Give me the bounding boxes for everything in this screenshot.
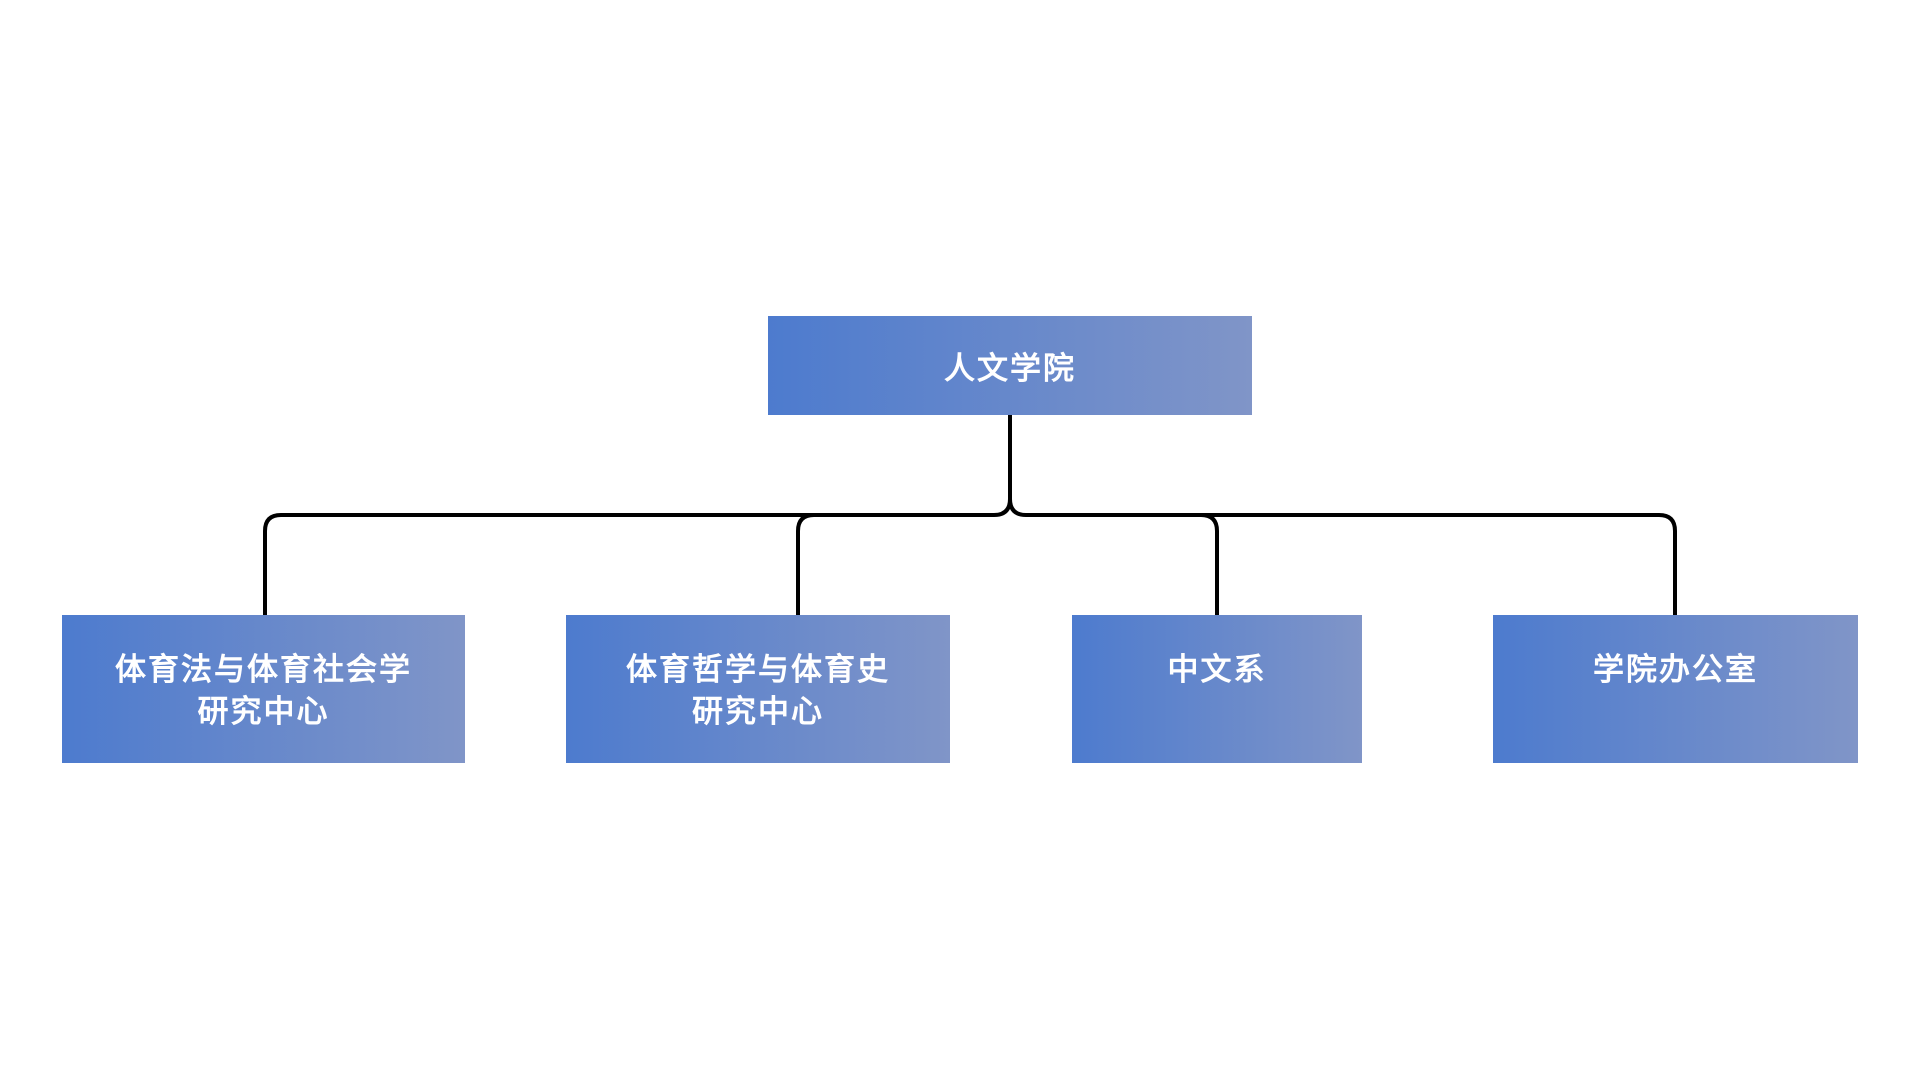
connector-root-to-child-1 xyxy=(263,415,1012,617)
org-node-root-label: 人文学院 xyxy=(944,351,1076,386)
org-node-child-college-office: 学院办公室 xyxy=(1493,615,1858,763)
org-node-child-chinese-department: 中文系 xyxy=(1072,615,1362,763)
org-node-child-sports-philosophy-center: 体育哲学与体育史 研究中心 xyxy=(566,615,950,763)
org-node-root: 人文学院 xyxy=(768,316,1252,415)
org-node-label-line: 研究中心 xyxy=(197,694,330,729)
org-node-label-line: 学院办公室 xyxy=(1593,652,1758,687)
connector-root-to-child-2 xyxy=(796,513,834,617)
org-node-child-sports-law-center: 体育法与体育社会学 研究中心 xyxy=(62,615,465,763)
org-node-label-line: 体育哲学与体育史 xyxy=(626,652,890,687)
org-node-label-line: 体育法与体育社会学 xyxy=(115,652,412,687)
connector-root-to-child-3 xyxy=(1181,513,1219,617)
org-node-label-line: 研究中心 xyxy=(692,694,824,729)
connector-root-to-child-4 xyxy=(1008,415,1677,617)
org-node-label-line: 中文系 xyxy=(1167,652,1267,687)
